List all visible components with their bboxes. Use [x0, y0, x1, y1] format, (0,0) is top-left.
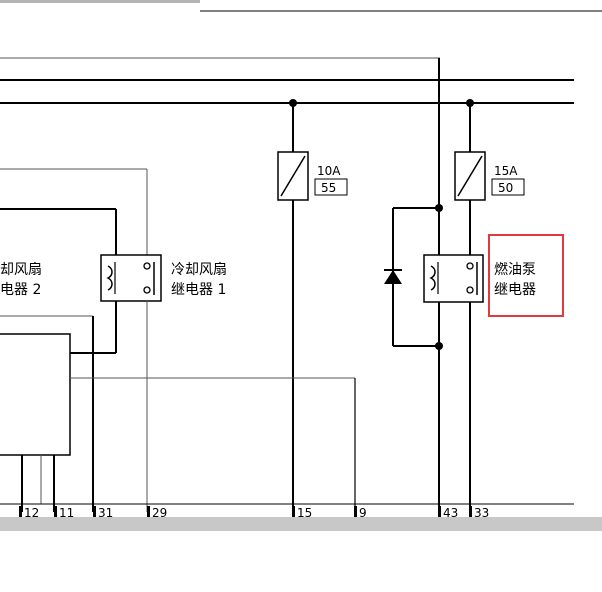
pin-label-31: 31 — [98, 506, 113, 520]
pin-marker — [19, 506, 22, 517]
pin-label-43: 43 — [443, 506, 458, 520]
fuse-50-slash — [457, 155, 483, 197]
pin-label-29: 29 — [152, 506, 167, 520]
pin-marker — [469, 506, 472, 517]
control-module-box — [0, 333, 71, 456]
relay-contact — [143, 262, 151, 270]
pin-label-33: 33 — [474, 506, 489, 520]
diode-icon — [384, 270, 402, 284]
pin-marker — [438, 506, 441, 517]
connector-pins: 12 11 31 29 15 9 43 33 — [19, 506, 489, 520]
pin-marker — [292, 506, 295, 517]
fan-relay-1-label-2: 继电器 1 — [171, 282, 226, 298]
fan-relay-1-box — [100, 254, 162, 302]
fuse-50-rating: 15A — [494, 164, 518, 178]
relay-coil-icon — [429, 265, 436, 291]
fuse-50-number: 50 — [498, 181, 513, 195]
pin-marker — [54, 506, 57, 517]
junction-dot — [435, 204, 443, 212]
pin-marker — [93, 506, 96, 517]
fuse-55-number-box — [314, 178, 348, 196]
relay-contact — [466, 262, 474, 270]
pin-marker — [354, 506, 357, 517]
junction-dot — [435, 342, 443, 350]
fuse-55-rating: 10A — [317, 164, 341, 178]
relay-contact — [143, 286, 151, 294]
fuel-pump-relay-label-2: 继电器 — [494, 282, 536, 298]
relay-contact — [466, 286, 474, 294]
pin-marker — [147, 506, 150, 517]
pin-label-9: 9 — [359, 506, 367, 520]
bottom-bar — [0, 517, 602, 531]
fan-relay-2-label-1: 却风扇 — [0, 262, 42, 278]
fan-relay-2-label-2: 电器 2 — [0, 282, 41, 298]
top-scroll-strip — [0, 0, 200, 3]
fuel-pump-relay-box — [423, 254, 484, 303]
pin-label-12: 12 — [24, 506, 39, 520]
fuse-55-slash — [280, 155, 306, 197]
pin-label-15: 15 — [297, 506, 312, 520]
fan-relay-1-label-1: 冷却风扇 — [171, 262, 227, 278]
pin-label-11: 11 — [59, 506, 74, 520]
fuse-50-number-box — [491, 178, 525, 196]
highlight-box — [488, 234, 564, 317]
relay-coil-icon — [106, 265, 113, 291]
fuse-55-number: 55 — [321, 181, 336, 195]
fuel-pump-relay-label-1: 燃油泵 — [494, 261, 536, 278]
